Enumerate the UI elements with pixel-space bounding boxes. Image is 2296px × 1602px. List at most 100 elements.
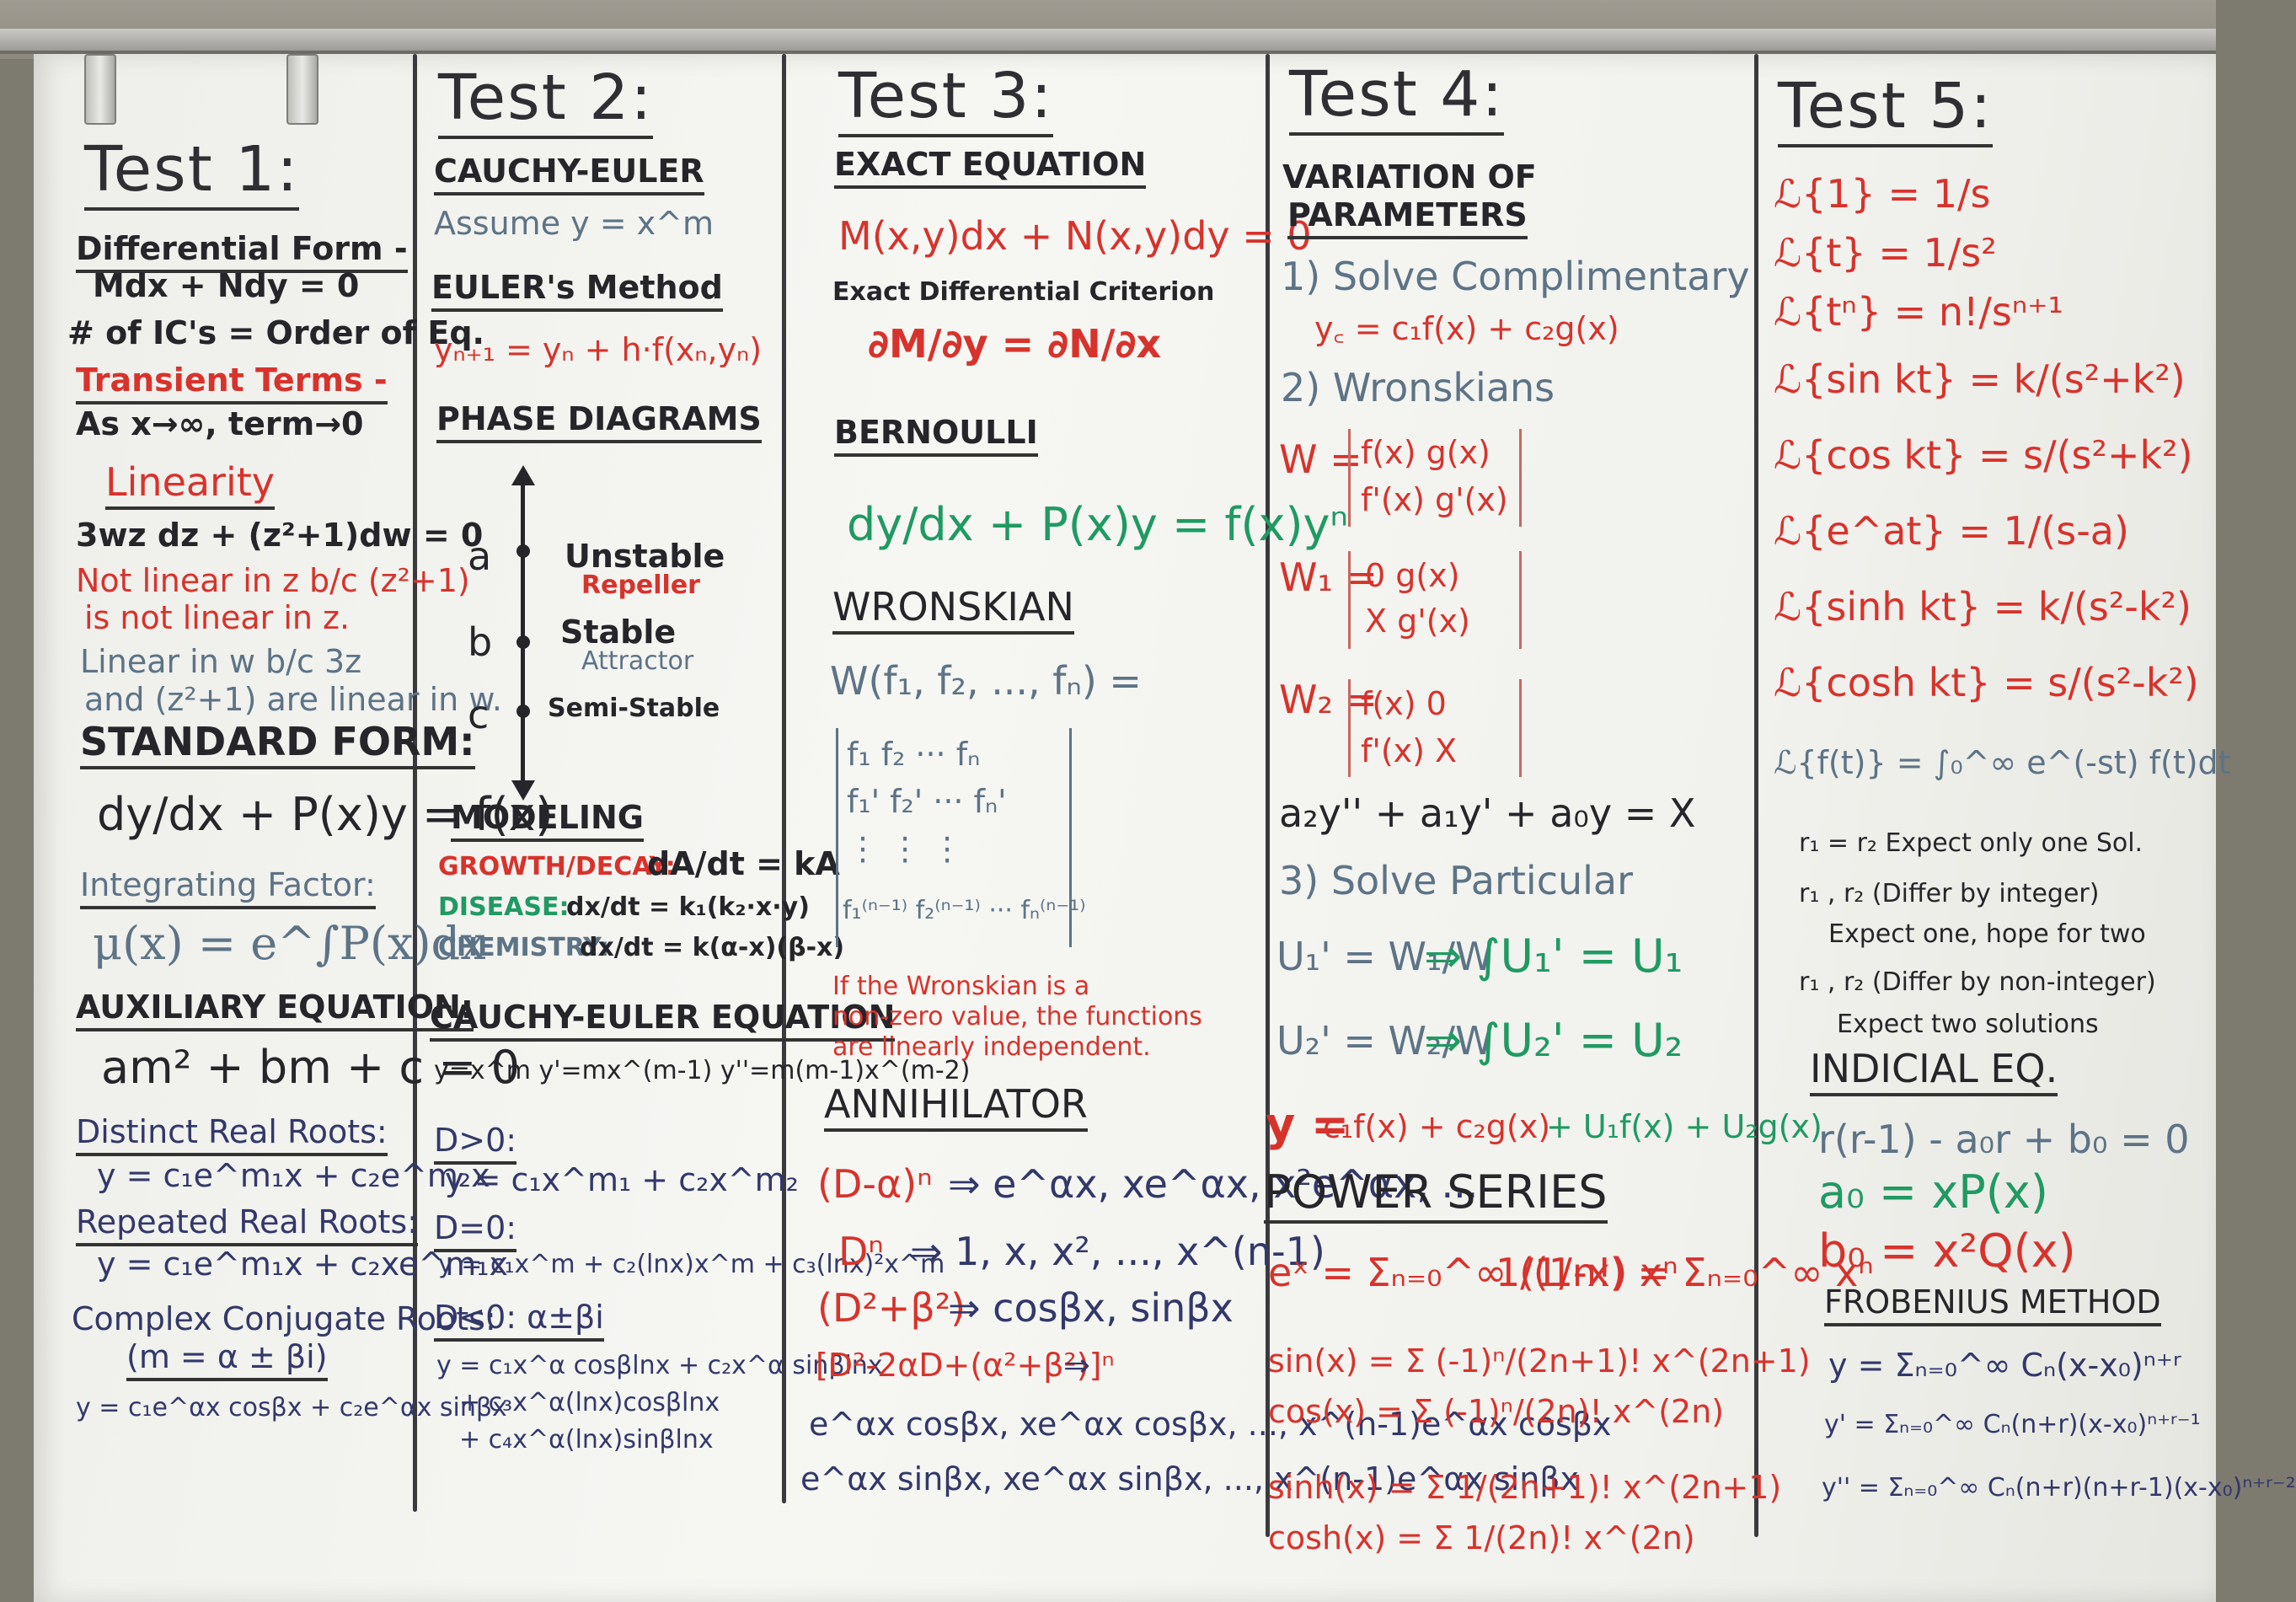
test4-line: c₁f(x) + c₂g(x) (1323, 1108, 1551, 1145)
test3-line: BERNOULLI (834, 414, 1038, 457)
test5-line: y' = Σₙ₌₀^∞ Cₙ(n+r)(x-x₀)ⁿ⁺ʳ⁻¹ (1824, 1410, 2201, 1439)
laplace-line: ℒ{cos kt} = s/(s²+k²) (1774, 432, 2193, 478)
test5-line: r₁ = r₂ Expect only one Sol. (1799, 828, 2143, 858)
test1-line: # of IC's = Order of Eq. (67, 314, 484, 351)
test1-line: As x→∞, term→0 (76, 405, 364, 442)
test2-line: yₙ₊₁ = yₙ + h·f(xₙ,yₙ) (434, 331, 763, 368)
wronskian-w1 (1348, 551, 1522, 649)
test2-line: D=0: (434, 1209, 517, 1252)
test4-line: POWER SERIES (1264, 1165, 1608, 1224)
column-divider (1754, 54, 1758, 1537)
test2-line: dx/dt = k₁(k₂·x·y) (566, 892, 810, 922)
marker-tray (0, 29, 2216, 54)
test3-line: (D²+β²) (817, 1285, 966, 1331)
test1-line: Complex Conjugate Roots: (72, 1300, 496, 1337)
phase-label-b: b (468, 619, 493, 665)
test4-line: cosh(x) = Σ 1/(2n)! x^(2n) (1268, 1519, 1695, 1556)
test3-line: M(x,y)dx + N(x,y)dy = 0 (838, 213, 1312, 259)
test1-heading: Test 1: (84, 133, 300, 212)
test5-line: y'' = Σₙ₌₀^∞ Cₙ(n+r)(n+r-1)(x-x₀)ⁿ⁺ʳ⁻² (1822, 1473, 2296, 1503)
test4-line: 3) Solve Particular (1279, 858, 1634, 903)
test4-line: 1/(1-x) = Σₙ₌₀^∞ xⁿ (1496, 1250, 1874, 1295)
test5-line: r(r-1) - a₀r + b₀ = 0 (1818, 1117, 2190, 1162)
test5-line: b₀ = x²Q(x) (1818, 1224, 2076, 1278)
test2-line: GROWTH/DECAY: (438, 852, 676, 881)
phase-label-c: c (468, 692, 490, 737)
laplace-line: ℒ{cosh kt} = s/(s²-k²) (1774, 660, 2199, 705)
test2-line: dx/dt = k(α-x)(β-x) (580, 933, 845, 962)
wronskian-w (1348, 429, 1522, 527)
test2-line: y = c₁x^α cosβlnx + c₂x^α sinβlnx (436, 1351, 883, 1380)
test2-line: PHASE DIAGRAMS (436, 400, 762, 443)
laplace-line: ℒ{tⁿ} = n!/sⁿ⁺¹ (1774, 289, 2063, 335)
test4-line: U₂' = W₂/W (1276, 1018, 1494, 1064)
test2-line: CAUCHY-EULER EQUATION (430, 999, 896, 1042)
equilibrium-b (516, 635, 530, 649)
test4-line: a₂y'' + a₁y' + a₀y = X (1279, 790, 1696, 836)
test1-line: y = c₁e^m₁x + c₂e^m₂x (97, 1157, 490, 1194)
phase-label-a: a (468, 533, 492, 579)
test1-line: Distinct Real Roots: (76, 1113, 388, 1156)
test1-line: y = c₁e^αx cosβx + c₂e^αx sinβx (76, 1393, 507, 1423)
test3-line: ⇒ e^αx, xe^αx, x²e^αx, ... (948, 1161, 1479, 1207)
test3-line: e^αx sinβx, xe^αx sinβx, ..., x^(n-1)e^α… (800, 1460, 1580, 1498)
test4-line: VARIATION OF (1282, 158, 1537, 196)
laplace-line: ℒ{sinh kt} = k/(s²-k²) (1774, 584, 2192, 630)
test3-line: Exact Differential Criterion (832, 277, 1215, 307)
phase-arrow-up (511, 465, 535, 485)
matrix-row: f₁⁽ⁿ⁻¹⁾ f₂⁽ⁿ⁻¹⁾ ··· fₙ⁽ⁿ⁻¹⁾ (843, 896, 1086, 925)
test4-line: y꜀ = c₁f(x) + c₂g(x) (1314, 310, 1619, 347)
test4-line: ⇒ ∫U₂' = U₂ (1424, 1014, 1683, 1067)
test5-line: Expect two solutions (1837, 1010, 2099, 1039)
test5-line: r₁ , r₂ (Differ by integer) (1799, 879, 2100, 908)
test3-line: ∂M/∂y = ∂N/∂x (868, 321, 1162, 367)
wronskian-w2 (1348, 679, 1522, 777)
test2-line: CHEMISTRY: (438, 933, 610, 962)
phase-repeller: Repeller (581, 571, 700, 600)
test1-line: is not linear in z. (84, 599, 351, 636)
test4-line: W₁ = (1279, 555, 1378, 600)
column-divider (1266, 54, 1270, 1537)
test2-line: y = c₁x^m₁ + c₂x^m₂ (445, 1161, 799, 1198)
test1-line: Linearity (105, 460, 276, 510)
test3-line: ANNIHILATOR (824, 1082, 1088, 1132)
test4-line: ⇒ ∫U₁' = U₁ (1424, 930, 1683, 983)
test4-line: PARAMETERS (1287, 196, 1528, 239)
phase-attractor: Attractor (581, 646, 694, 676)
test2-line: D>0: (434, 1122, 517, 1165)
test1-line: AUXILIARY EQUATION: (76, 989, 474, 1031)
test4-line: W₂ = (1279, 677, 1378, 722)
test4-line: eˣ = Σₙ₌₀^∞ (1/n!) xⁿ (1268, 1250, 1678, 1295)
test3-line: ⇒ cosβx, sinβx (948, 1285, 1234, 1331)
test1-line: Differential Form - (76, 230, 408, 273)
test2-line: DISEASE: (438, 892, 570, 922)
test3-line: Dⁿ (838, 1229, 884, 1274)
test2-line: y=x^m y'=mx^(m-1) y''=m(m-1)x^(m-2) (434, 1056, 971, 1085)
test3-line: ⇒ 1, x, x², ..., x^(n-1) (910, 1229, 1325, 1274)
test3-line: ⇒ (1063, 1347, 1090, 1384)
test4-line: U₁' = W₁/W (1276, 934, 1494, 979)
test2-line: y = c₁x^m + c₂(lnx)x^m + c₃(lnx)²x^m (438, 1250, 945, 1279)
matrix-row: f'(x) X (1361, 732, 1458, 769)
matrix-row: f₁ f₂ ··· fₙ (847, 736, 981, 773)
laplace-line: ℒ{e^at} = 1/(s-a) (1774, 508, 2129, 554)
board-clip (286, 54, 318, 125)
equilibrium-a (516, 544, 530, 558)
test2-heading: Test 2: (438, 62, 654, 140)
test5-line: FROBENIUS METHOD (1824, 1283, 2161, 1326)
test4-line: + U₁f(x) + U₂g(x) (1546, 1108, 1822, 1145)
test4-line: sinh(x) = Σ 1/(2n+1)! x^(2n+1) (1268, 1469, 1782, 1506)
matrix-row: f₁' f₂' ··· fₙ' (847, 783, 1007, 820)
test2-line: EULER's Method (431, 269, 723, 312)
matrix-row: X g'(x) (1365, 603, 1470, 640)
test2-line: + c₃x^α(lnx)cosβlnx (459, 1388, 720, 1417)
test1-line: (m = α ± βi) (126, 1338, 328, 1381)
test3-line: If the Wronskian is a (832, 972, 1090, 1001)
laplace-line: ℒ{1} = 1/s (1774, 171, 1991, 217)
test1-line: Repeated Real Roots: (76, 1203, 419, 1246)
test2-line: dA/dt = kA (647, 845, 840, 882)
column-divider (413, 54, 417, 1512)
test5-line: INDICIAL EQ. (1810, 1047, 2058, 1096)
matrix-row: 0 g(x) (1365, 557, 1460, 594)
test4-line: y = (1266, 1098, 1350, 1151)
